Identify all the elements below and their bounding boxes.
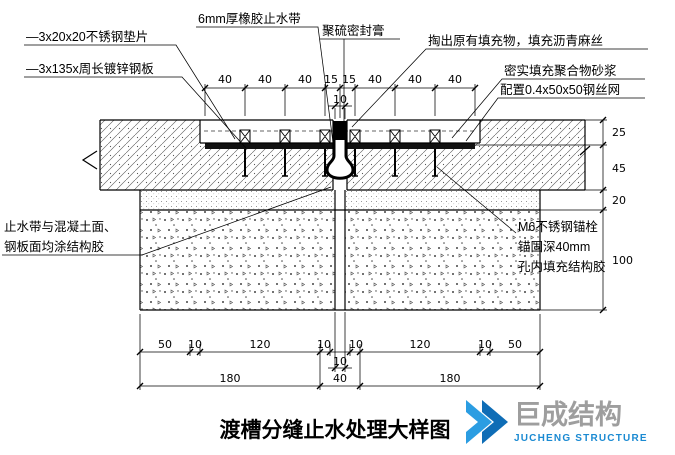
break-mark-right xyxy=(579,145,591,156)
leader-lines xyxy=(2,26,648,256)
label-anchor-2: 锚固深40mm xyxy=(518,239,590,254)
leader-waterstop xyxy=(196,26,335,151)
dim-b1-4: 10 xyxy=(349,338,363,351)
label-plate: —3x135x周长镀锌钢板 xyxy=(26,61,154,76)
jucheng-logo-icon xyxy=(466,400,508,444)
dim-top-3: 15 xyxy=(324,73,338,86)
callout-labels: —3x20x20不锈钢垫片 —3x135x周长镀锌钢板 6mm厚橡胶止水带 聚硫… xyxy=(4,11,620,274)
leader-glue xyxy=(2,186,332,256)
logo-text-cn: 巨成结构 xyxy=(514,400,622,430)
leader-anchor xyxy=(436,166,517,234)
dim-b2-2: 180 xyxy=(440,372,461,385)
dim-b1-3: 10 xyxy=(317,338,331,351)
dim-b1-6: 10 xyxy=(478,338,492,351)
label-anchor-3: 孔内填充结构胶 xyxy=(518,259,606,274)
dim-top-6: 40 xyxy=(408,73,422,86)
dim-top-2: 40 xyxy=(298,73,312,86)
dim-right-3: 100 xyxy=(612,254,633,267)
label-mesh: 配置0.4x50x50钢丝网 xyxy=(500,83,620,97)
label-sealant: 聚硫密封膏 xyxy=(322,23,385,38)
dim-top-7: 40 xyxy=(448,73,462,86)
dim-top-1: 40 xyxy=(258,73,272,86)
leader-mesh xyxy=(465,97,645,142)
jucheng-logo: 巨成结构 JUCHENG STRUCTURE xyxy=(466,400,648,444)
dim-right: 25 45 20 100 xyxy=(475,116,633,314)
label-gasket: —3x20x20不锈钢垫片 xyxy=(26,29,148,44)
dim-b1-0: 50 xyxy=(158,338,172,351)
dim-top: 40 40 40 15 15 40 40 40 10 xyxy=(201,73,479,119)
dim-top-5: 40 xyxy=(368,73,382,86)
leader-plate xyxy=(24,76,247,149)
dim-b1-2: 120 xyxy=(250,338,271,351)
label-waterstop: 6mm厚橡胶止水带 xyxy=(198,11,301,26)
label-glue-1: 止水带与混凝土面、 xyxy=(4,219,117,234)
dim-b1-5: 120 xyxy=(410,338,431,351)
sealant-block xyxy=(333,121,347,140)
dim-b-gap: 10 xyxy=(333,355,347,368)
joint-gap-lower xyxy=(335,190,345,310)
dim-right-1: 45 xyxy=(612,162,626,175)
leader-mortar xyxy=(451,78,645,139)
anchor-bolts xyxy=(239,129,441,177)
logo-text-en: JUCHENG STRUCTURE xyxy=(514,433,648,444)
leader-gasket xyxy=(24,44,236,140)
dim-b2-0: 180 xyxy=(220,372,241,385)
break-arrow-icon xyxy=(81,150,98,170)
label-mortar: 密实填充聚合物砂浆 xyxy=(504,63,617,78)
dim-b1-7: 50 xyxy=(508,338,522,351)
dim-bottom: 50 10 120 10 10 120 10 50 10 180 40 180 xyxy=(136,312,544,390)
dim-right-0: 25 xyxy=(612,126,626,139)
dim-top-0: 40 xyxy=(218,73,232,86)
dim-b2-1: 40 xyxy=(333,372,347,385)
label-glue-2: 钢板面均涂结构胶 xyxy=(4,239,104,254)
leader-excavate xyxy=(351,48,648,128)
drawing-title: 渡槽分缝止水处理大样图 xyxy=(220,418,451,442)
label-excavate: 掏出原有填充物，填充沥青麻丝 xyxy=(428,33,603,48)
dim-b1-1: 10 xyxy=(188,338,202,351)
dim-right-2: 20 xyxy=(612,194,626,207)
dim-top-4: 15 xyxy=(342,73,356,86)
dim-top-gap: 10 xyxy=(333,93,347,106)
lower-slab xyxy=(140,190,540,310)
label-anchor-1: M6不锈钢锚栓 xyxy=(518,219,598,234)
steel-plates xyxy=(205,143,475,149)
rubber-waterstop-shape xyxy=(325,140,355,180)
